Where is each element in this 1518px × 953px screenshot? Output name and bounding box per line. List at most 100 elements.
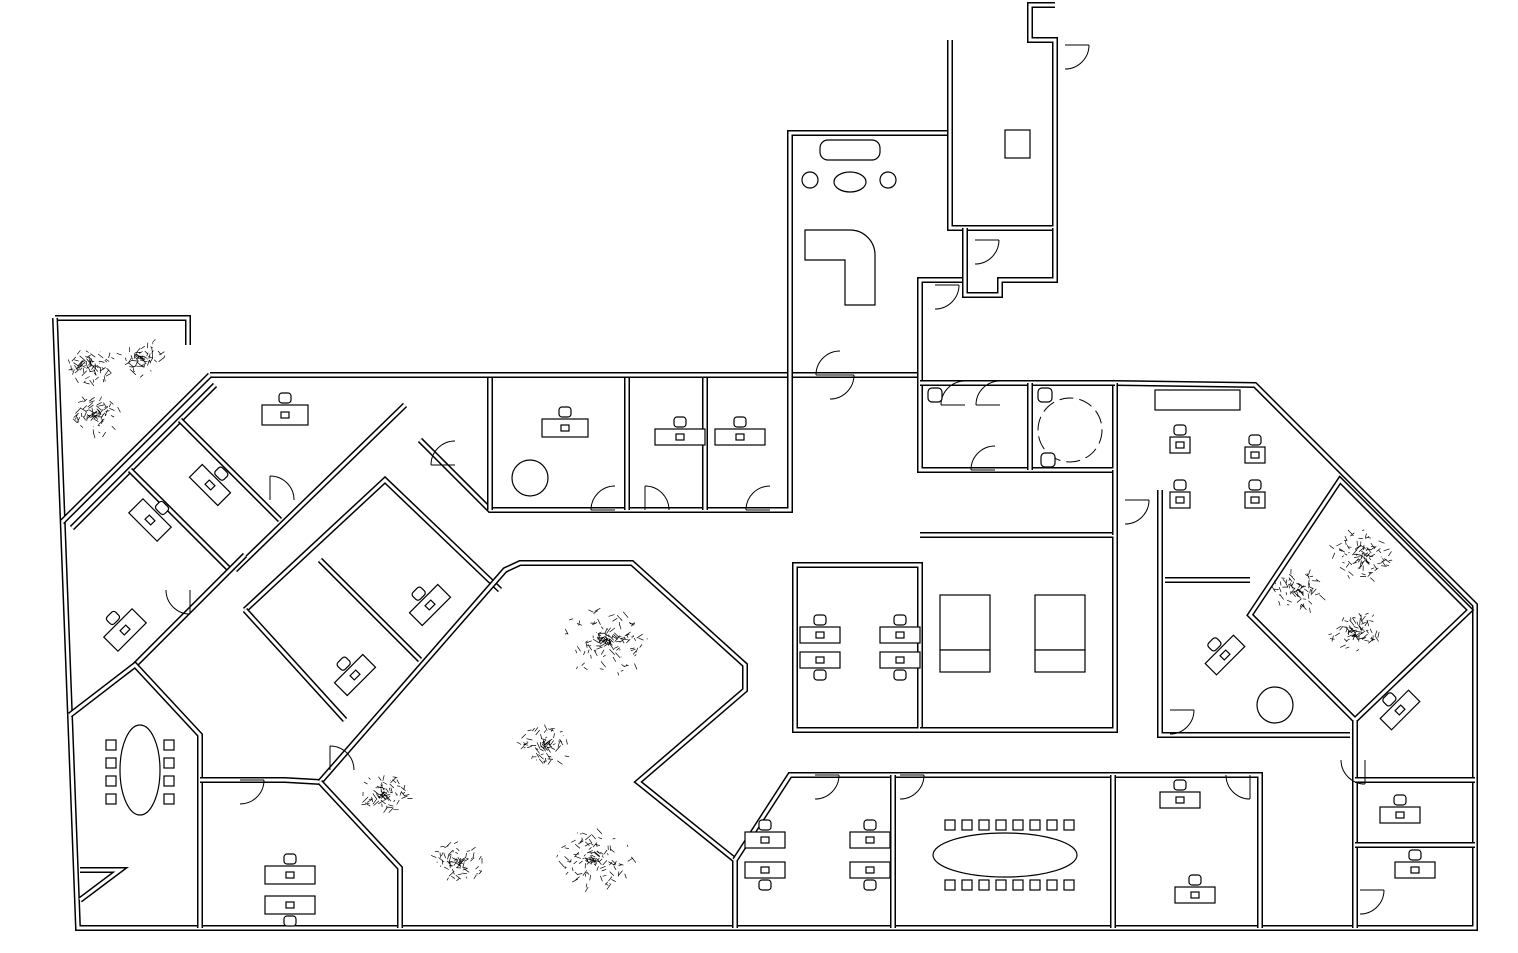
door-swing-icon (814, 774, 840, 800)
wall-inner (920, 533, 1117, 732)
chair-icon (1046, 879, 1058, 891)
tree-icon (1328, 612, 1380, 652)
wall-inner (318, 561, 747, 928)
door-swing-icon (970, 445, 996, 471)
computer-icon (1175, 496, 1185, 504)
chair-icon (944, 819, 956, 831)
desk-icon (849, 861, 891, 891)
chair-icon (1173, 424, 1187, 436)
toilet-icon (1037, 387, 1053, 403)
door-swing-icon (1225, 774, 1251, 800)
chair-icon (673, 416, 687, 428)
tree-icon (72, 396, 121, 439)
table (1034, 594, 1086, 651)
desk-icon (102, 607, 148, 653)
chair-icon (214, 466, 229, 481)
wall-inner (233, 403, 407, 572)
computer-icon (280, 411, 290, 419)
chair-icon (105, 739, 117, 751)
desk-icon (799, 651, 841, 681)
chair-icon (1046, 819, 1058, 831)
chair-icon (558, 406, 572, 418)
column (1004, 129, 1031, 159)
wall-inner (1158, 490, 1350, 737)
desk-icon (1174, 874, 1216, 904)
chair-icon (1029, 819, 1041, 831)
tree-icon (67, 350, 115, 387)
desk-icon (744, 819, 786, 849)
door-swing-icon (165, 589, 191, 615)
turning-circle (1037, 397, 1103, 463)
round-table-icon (1256, 686, 1294, 724)
chair-icon (758, 819, 772, 831)
coffee-table (833, 171, 867, 193)
trees (67, 338, 1393, 892)
computer-icon (119, 624, 131, 636)
chair-icon (163, 757, 175, 769)
chair-icon (336, 656, 351, 671)
conference-table-icon (119, 724, 161, 816)
tree-icon (116, 338, 166, 378)
computer-icon (560, 424, 570, 432)
chair-icon (411, 586, 426, 601)
desk-icon (799, 614, 841, 644)
chair-icon (893, 614, 907, 626)
computer-icon (865, 866, 875, 874)
chair-icon (1173, 779, 1187, 791)
computer-icon (895, 656, 905, 664)
computer-icon (865, 836, 875, 844)
computer-icon (1410, 866, 1420, 874)
chair-icon (1393, 794, 1407, 806)
chair-icon (1173, 479, 1187, 491)
chair-icon (1248, 434, 1262, 446)
door-swing-icon (1340, 759, 1366, 785)
computer-icon (675, 433, 685, 441)
computer-icon (1175, 441, 1185, 449)
tree-icon (430, 841, 483, 882)
armchair-icon (879, 171, 897, 189)
desk-icon (654, 416, 706, 446)
chair-icon (1408, 849, 1422, 861)
desk-icon (744, 861, 786, 891)
desk-icon (127, 497, 173, 543)
door-swing-icon (1064, 44, 1090, 70)
tree-icon (564, 607, 648, 676)
chair-icon (1382, 692, 1397, 707)
door-swing-icon (590, 485, 616, 511)
computer-icon (815, 631, 825, 639)
wall-inner (200, 778, 321, 784)
chair-icon (163, 739, 175, 751)
chair-icon (154, 500, 170, 516)
chair-icon (995, 879, 1007, 891)
wall-inner (318, 780, 402, 928)
wall-inner (318, 558, 422, 662)
desk-icon (1169, 479, 1191, 509)
door-swing-icon (239, 779, 265, 805)
desk-icon (1204, 634, 1246, 676)
computer-icon (285, 901, 295, 909)
chair-icon (1207, 637, 1222, 652)
chair-icon (105, 775, 117, 787)
wall-inner (69, 662, 202, 928)
computer-icon (815, 656, 825, 664)
door-swing-icon (329, 745, 355, 771)
conference-table-icon (932, 832, 1078, 878)
desk-icon (1169, 424, 1191, 454)
chair-icon (105, 757, 117, 769)
sofa-icon (819, 139, 881, 161)
chair-icon (995, 819, 1007, 831)
desk-icon (261, 392, 309, 426)
door-swing-icon (430, 440, 456, 466)
chair-icon (813, 669, 827, 681)
walls (52, 2, 1478, 931)
chair-icon (758, 879, 772, 891)
chair-icon (105, 610, 121, 626)
chair-icon (978, 819, 990, 831)
chair-icon (1063, 819, 1075, 831)
chair-icon (163, 775, 175, 787)
chair-icon (1188, 874, 1202, 886)
desk-icon (714, 416, 766, 446)
credenza (1034, 649, 1086, 673)
door-swing-icon (1359, 889, 1385, 915)
